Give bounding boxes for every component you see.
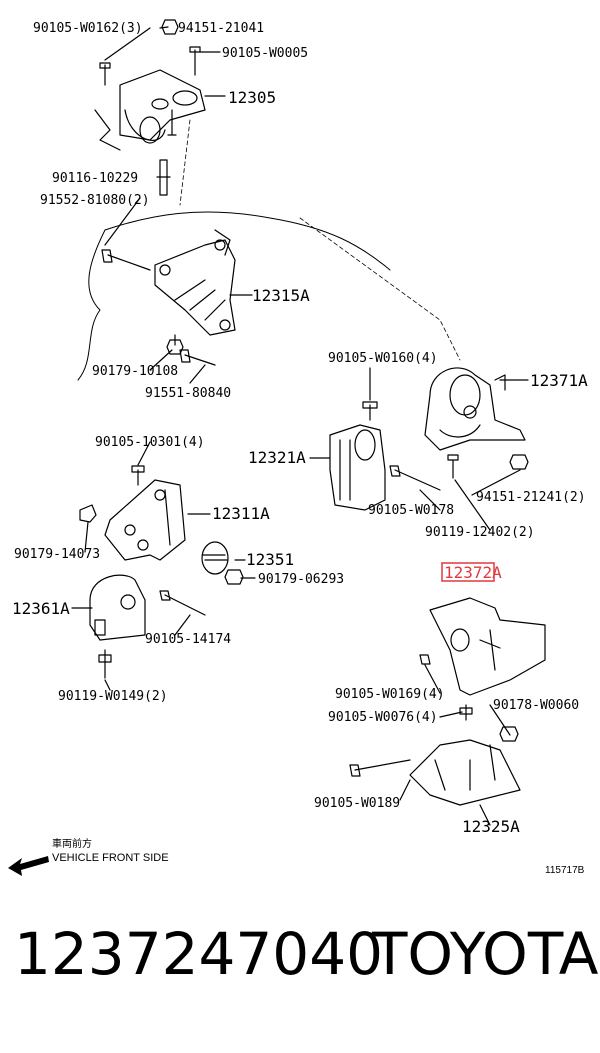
bolt-91551-80840 xyxy=(179,349,216,366)
label-90105-10301: 90105-10301(4) xyxy=(95,435,205,450)
label-12315A: 12315A xyxy=(252,286,310,305)
bolt-90105-W0162 xyxy=(99,62,111,86)
label-12372A: 12372A xyxy=(444,563,502,582)
guide-line-1 xyxy=(179,119,191,206)
bolt-91552-81080 xyxy=(101,249,151,271)
bolt-90105-14174 xyxy=(159,590,206,616)
label-90105-W0160: 90105-W0160(4) xyxy=(328,351,438,366)
bolt-90105-W0178 xyxy=(389,465,441,491)
nut-94151-21041 xyxy=(161,19,179,35)
label-90105-W0189: 90105-W0189 xyxy=(314,796,400,811)
label-12321A: 12321A xyxy=(248,448,306,467)
label-90119-12402: 90119-12402(2) xyxy=(425,525,535,540)
label-90105-W0178: 90105-W0178 xyxy=(368,503,454,518)
mount-12361A xyxy=(89,574,146,641)
label-94151-21241: 94151-21241(2) xyxy=(476,490,586,505)
label-90179-14073: 90179-14073 xyxy=(14,547,100,562)
label-94151-21041: 94151-21041 xyxy=(178,21,264,36)
bracket-12305 xyxy=(94,69,206,151)
engine-outline xyxy=(77,229,106,381)
guide-line-2 xyxy=(299,217,461,361)
label-90105-W0162: 90105-W0162(3) xyxy=(33,21,143,36)
label-91552-81080: 91552-81080(2) xyxy=(40,193,150,208)
label-12305: 12305 xyxy=(228,88,276,107)
part-number: 1237247040 xyxy=(14,920,384,988)
vehicle-front-indicator: 車両前方 VEHICLE FRONT SIDE xyxy=(8,837,169,876)
bolt-90119-12402 xyxy=(447,454,459,479)
front-jp-text: 車両前方 xyxy=(52,837,92,850)
label-90105-W0169: 90105-W0169(4) xyxy=(335,687,445,702)
bushing-12351 xyxy=(201,541,229,575)
label-90119-W0149: 90119-W0149(2) xyxy=(58,689,168,704)
bracket-12325A xyxy=(409,739,521,806)
label-90179-10108: 90179-10108 xyxy=(92,364,178,379)
label-90179-06293: 90179-06293 xyxy=(258,572,344,587)
label-90116-10229: 90116-10229 xyxy=(52,171,138,186)
nut-90179-14073 xyxy=(79,504,97,523)
bolt-90105-W0005 xyxy=(189,46,201,76)
label-12371A: 12371A xyxy=(530,371,588,390)
bolt-90105-W0160 xyxy=(362,401,378,421)
bracket-12321A xyxy=(329,424,386,511)
nut-94151-21241 xyxy=(509,454,529,470)
bolt-90105-W0169 xyxy=(419,654,431,665)
footer: 1237247040 TOYOTA xyxy=(0,890,600,1053)
highlight-box-12372A xyxy=(441,562,495,582)
label-12311A: 12311A xyxy=(212,504,270,523)
bracket-12315A xyxy=(154,229,236,346)
bolt-90105-W0189 xyxy=(349,759,411,777)
label-90105-W0005: 90105-W0005 xyxy=(222,46,308,61)
label-90178-W0060: 90178-W0060 xyxy=(493,698,579,713)
front-en-text: VEHICLE FRONT SIDE xyxy=(52,852,169,864)
parts-diagram: 90105-W0162(3) 94151-21041 90105-W0005 1… xyxy=(8,19,588,876)
arrow-left-icon xyxy=(8,856,49,876)
stud-90116-10229 xyxy=(159,159,168,196)
label-12361A: 12361A xyxy=(12,599,70,618)
label-12325A: 12325A xyxy=(462,817,520,836)
engine-outline-top xyxy=(104,211,391,271)
bolt-90119-W0149 xyxy=(98,649,112,679)
label-91551-80840: 91551-80840 xyxy=(145,386,231,401)
figure-code: 115717B xyxy=(545,865,585,876)
nut-90179-06293 xyxy=(224,569,244,585)
nut-90178-W0060 xyxy=(499,726,519,742)
label-90105-W0076: 90105-W0076(4) xyxy=(328,710,438,725)
brand-name: TOYOTA xyxy=(372,920,599,988)
label-12351: 12351 xyxy=(246,550,294,569)
label-90105-14174: 90105-14174 xyxy=(145,632,231,647)
mount-12372A xyxy=(429,597,546,696)
nut-90179-10108 xyxy=(166,339,184,355)
mount-12371A xyxy=(424,367,526,451)
bolt-90105-10301 xyxy=(131,465,145,486)
bracket-12311A xyxy=(104,479,186,561)
